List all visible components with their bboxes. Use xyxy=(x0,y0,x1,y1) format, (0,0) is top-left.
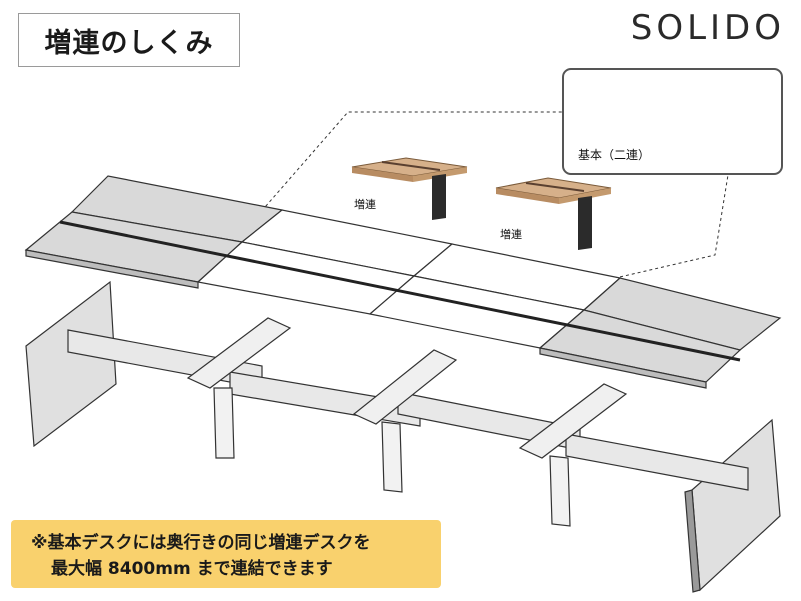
basic-desk-inset: 基本（二連） xyxy=(562,68,783,175)
note-box: ※基本デスクには奥行きの同じ増連デスクを 最大幅 8400mm まで連結できます xyxy=(11,520,441,588)
leader-lines xyxy=(237,111,729,286)
basic-desk-label: 基本（二連） xyxy=(578,148,651,162)
add-on-label-2: 増連 xyxy=(500,228,522,241)
note-line-2: 最大幅 8400mm まで連結できます xyxy=(51,559,333,579)
tabletops xyxy=(24,175,782,389)
brand-logo: SOLIDO xyxy=(630,8,785,48)
add-on-label-1: 増連 xyxy=(354,198,376,211)
frame-beams xyxy=(67,317,749,491)
add-on-desk-2-illustration xyxy=(495,177,612,250)
note-line-1: ※基本デスクには奥行きの同じ増連デスクを xyxy=(31,533,371,553)
end-panels xyxy=(25,280,781,593)
add-on-desk-1-illustration xyxy=(351,157,468,220)
frame-legs xyxy=(213,387,571,527)
page-title: 増連のしくみ xyxy=(18,13,240,67)
